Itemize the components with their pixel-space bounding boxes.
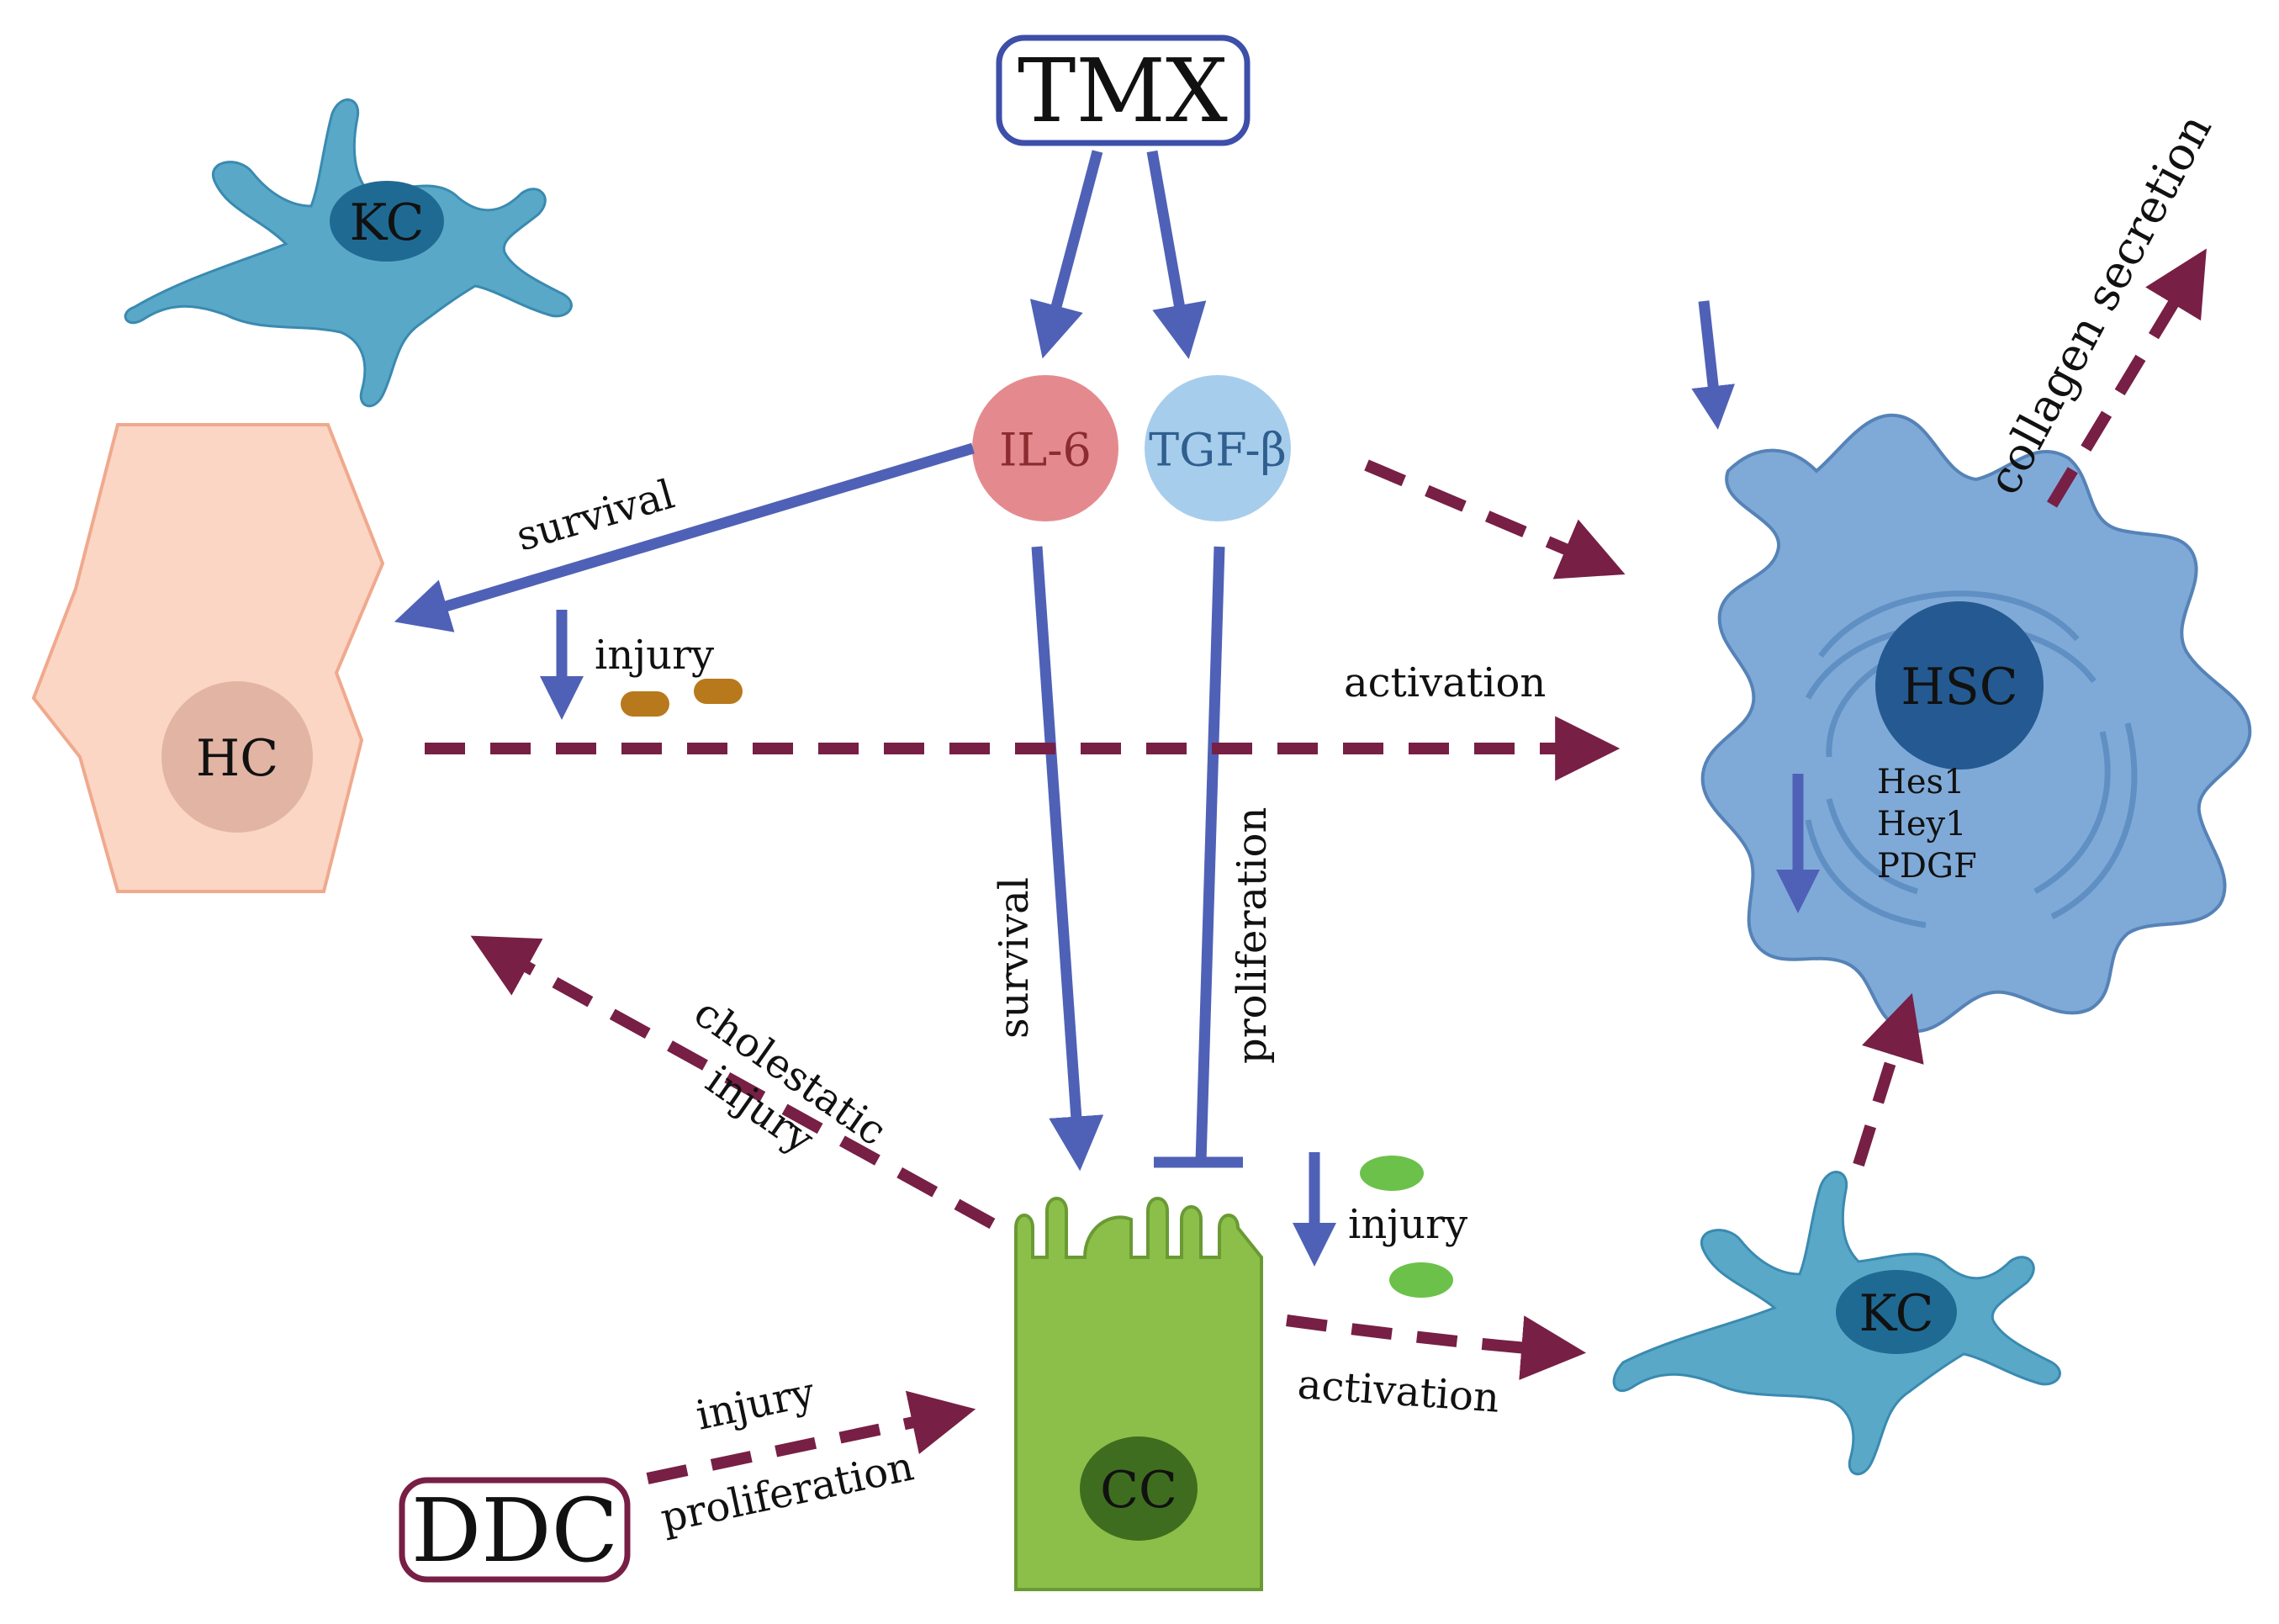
injury-cc-label: injury (1348, 1201, 1467, 1248)
cc-to-kc-activation-arrow (1286, 1315, 1587, 1380)
il6-label: IL-6 (999, 424, 1092, 477)
hc-label: HC (196, 729, 278, 788)
kc-bottom-body (1612, 1171, 2061, 1475)
ddc-box: DDC (399, 1477, 631, 1583)
tgfb-to-hsc-arrow (1364, 459, 1626, 579)
kc-cell-top: KC (124, 98, 573, 407)
collagen-secretion-label: collagen secretion (1977, 105, 2222, 503)
hc-injury-granules (621, 679, 743, 717)
tmx-to-il6-arrow (1029, 150, 1103, 359)
kc-top-body (124, 98, 573, 407)
kc-bottom-label: KC (1859, 1284, 1933, 1343)
hc-nucleus (161, 681, 313, 833)
tgfb-label: TGF-β (1149, 424, 1287, 477)
hsc-nucleus (1875, 601, 2044, 770)
tmx-box: TMX (996, 34, 1251, 146)
ddc-injury-label: injury (692, 1368, 819, 1439)
tmx-label: TMX (1018, 40, 1228, 142)
tgfb-to-cc-inhibit-line (1195, 546, 1225, 1163)
cc-to-hc-cholestatic-arrow (470, 935, 996, 1230)
hc-cell: HC (31, 423, 385, 893)
cc-cell: CC (1014, 1197, 1263, 1591)
injury-hc-label: injury (595, 632, 714, 679)
kc-top-label: KC (349, 193, 424, 252)
ddc-proliferation-label: proliferation (657, 1442, 917, 1542)
activation-hc-hsc-label: activation (1344, 659, 1546, 706)
cc-injury-granules (1360, 1156, 1453, 1298)
proliferation-cc-label: proliferation (1229, 807, 1276, 1064)
il6-node: IL-6 (972, 375, 1118, 521)
kc-top-nucleus (330, 181, 444, 262)
kc-to-hsc-arrow (1853, 992, 1924, 1167)
cc-body (1014, 1197, 1263, 1591)
survival-cc-label: survival (991, 877, 1038, 1039)
ddc-to-cc-arrow (646, 1390, 976, 1484)
cc-label: CC (1100, 1461, 1177, 1520)
activation-cc-kc-label: activation (1296, 1361, 1501, 1422)
hsc-cell: HSC Hes1 Hey1 PDGF (1700, 413, 2252, 1034)
hsc-down-arrow-top (1691, 300, 1735, 430)
kc-cell-bottom: KC (1612, 1171, 2061, 1475)
tgfb-node: TGF-β (1145, 375, 1291, 521)
il6-to-hc-survival-arrow (394, 442, 975, 632)
ddc-label: DDC (411, 1479, 618, 1582)
hes1-label: Hes1 (1877, 763, 1965, 801)
cc-nucleus (1080, 1436, 1198, 1541)
kc-bottom-nucleus (1836, 1270, 1957, 1354)
hsc-label: HSC (1901, 658, 2017, 717)
hsc-collagen-arrow (2047, 248, 2207, 508)
il6-to-cc-survival-arrow (1031, 546, 1104, 1172)
hey1-label: Hey1 (1877, 805, 1967, 844)
tmx-to-tgfb-arrow (1146, 150, 1207, 360)
pdgf-label: PDGF (1877, 847, 1977, 886)
